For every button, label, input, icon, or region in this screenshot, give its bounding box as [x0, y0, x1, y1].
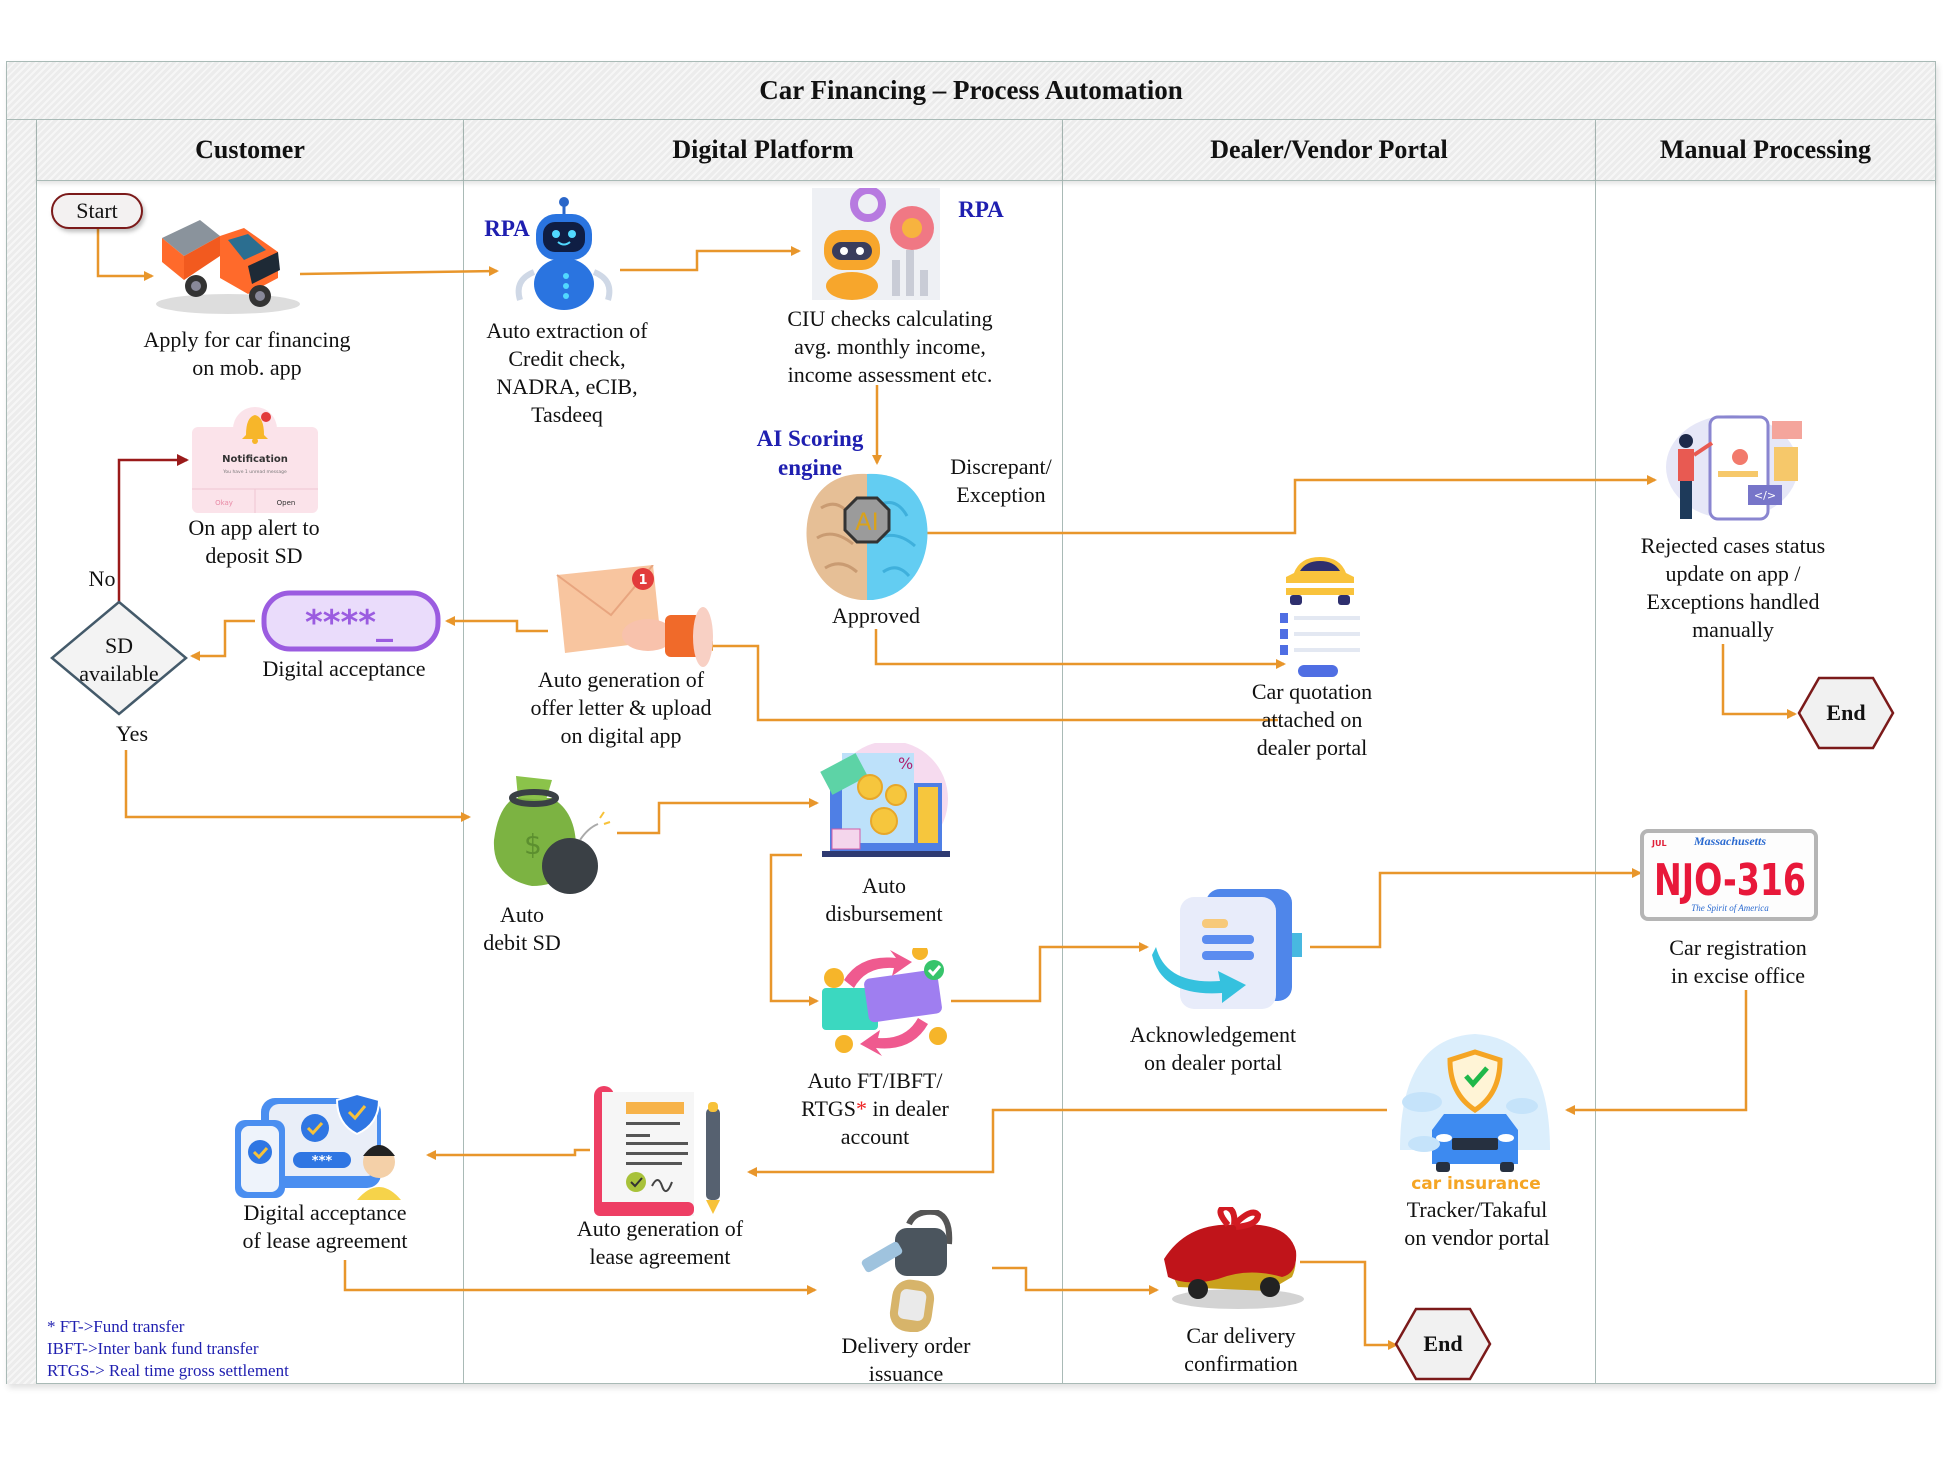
- car-insurance-icon: [1400, 1034, 1550, 1172]
- step-auto-ft-label: Auto FT/IBFT/ RTGS* in dealer account: [801, 1068, 949, 1149]
- rpa-tag: RPA: [958, 197, 1004, 222]
- password-field-icon: ****_: [261, 590, 441, 652]
- start-label: Start: [76, 198, 118, 223]
- branch-approved-label: Approved: [832, 603, 920, 628]
- svg-text:%: %: [898, 754, 913, 773]
- step-digital-acceptance-label: Digital acceptance: [262, 656, 426, 681]
- legend-item: IBFT->Inter bank fund transfer: [47, 1339, 259, 1358]
- money-bag-bomb-icon: $: [493, 776, 611, 894]
- gift-wrapped-car-icon: [1164, 1207, 1304, 1309]
- robot-icon: [515, 197, 613, 310]
- svg-text:Open: Open: [277, 499, 296, 507]
- svg-text:NJO-316: NJO-316: [1654, 855, 1806, 906]
- acknowledgement-document-icon: [1152, 889, 1302, 1009]
- car-quotation-icon: [1280, 557, 1360, 677]
- lane-header-digital-platform: Digital Platform: [464, 120, 1063, 181]
- diagram-title-bar: Car Financing – Process Automation: [6, 61, 1936, 120]
- decision-diamond-shape: [50, 600, 188, 716]
- svg-text:$: $: [524, 828, 542, 861]
- end-hexagon-shape: [1797, 676, 1895, 750]
- end-hexagon-shape: [1394, 1307, 1492, 1381]
- lane-divider: [1062, 181, 1063, 1384]
- abbreviation-legend: * FT->Fund transfer IBFT->Inter bank fun…: [47, 1316, 289, 1382]
- decision-no-label: No: [88, 566, 116, 591]
- svg-text:JUL: JUL: [1651, 839, 1667, 848]
- svg-text:****_: ****_: [305, 603, 393, 643]
- pickup-truck-icon: [156, 220, 300, 314]
- lane-label: Manual Processing: [1659, 135, 1872, 164]
- svg-text:</>: </>: [1754, 489, 1776, 502]
- svg-text:Okay: Okay: [215, 499, 233, 507]
- svg-text:Massachusetts: Massachusetts: [1693, 834, 1766, 848]
- lane-header-dealer-vendor-portal: Dealer/Vendor Portal: [1063, 120, 1596, 181]
- decision-yes-label: Yes: [115, 721, 149, 746]
- svg-text:The Spirit of America: The Spirit of America: [1691, 903, 1769, 913]
- lease-agreement-document-icon: [594, 1086, 720, 1216]
- analytics-robot-icon: [812, 188, 940, 300]
- lane-label: Dealer/Vendor Portal: [1210, 135, 1448, 164]
- car-insurance-caption: car insurance: [1411, 1174, 1541, 1194]
- lane-header-customer: Customer: [37, 120, 464, 181]
- diagram-title: Car Financing – Process Automation: [759, 75, 1183, 105]
- lease-acceptance-icon: ***: [235, 1092, 401, 1200]
- fund-transfer-icon: [822, 948, 947, 1056]
- legend-item: * FT->Fund transfer: [47, 1317, 185, 1336]
- lane-header-manual-processing: Manual Processing: [1596, 120, 1936, 181]
- rpa-tag: RPA: [484, 216, 530, 241]
- lane-divider: [463, 181, 464, 1384]
- lane-divider: [1595, 181, 1596, 1384]
- app-developer-icon: </>: [1666, 415, 1802, 521]
- end-terminal-delivery: End: [1394, 1307, 1492, 1381]
- svg-text:You have 1 unread message: You have 1 unread message: [222, 469, 287, 475]
- license-plate-icon: JUL Massachusetts NJO-316 The Spirit of …: [1640, 829, 1818, 921]
- legend-item: RTGS-> Real time gross settlement: [47, 1361, 289, 1380]
- branch-discrepant-label: Discrepant/Exception: [950, 454, 1052, 507]
- lane-label: Digital Platform: [672, 135, 854, 164]
- offer-letter-envelope-icon: 1: [556, 565, 713, 667]
- ai-brain-icon: AI: [806, 473, 928, 600]
- lane-label: Customer: [195, 135, 305, 164]
- pool-left-band: [6, 120, 37, 1384]
- svg-text:***: ***: [312, 1154, 333, 1169]
- svg-text:AI: AI: [855, 508, 879, 536]
- svg-text:1: 1: [638, 573, 647, 588]
- notification-icon: Notification You have 1 unread message O…: [192, 407, 318, 513]
- end-terminal-manual: End: [1797, 676, 1895, 750]
- end-label: End: [1826, 700, 1866, 725]
- car-key-icon: [861, 1210, 953, 1332]
- start-terminal: Start: [51, 193, 143, 229]
- disbursement-icon: %: [820, 743, 950, 857]
- end-label: End: [1423, 1331, 1463, 1356]
- svg-text:Notification: Notification: [222, 454, 288, 465]
